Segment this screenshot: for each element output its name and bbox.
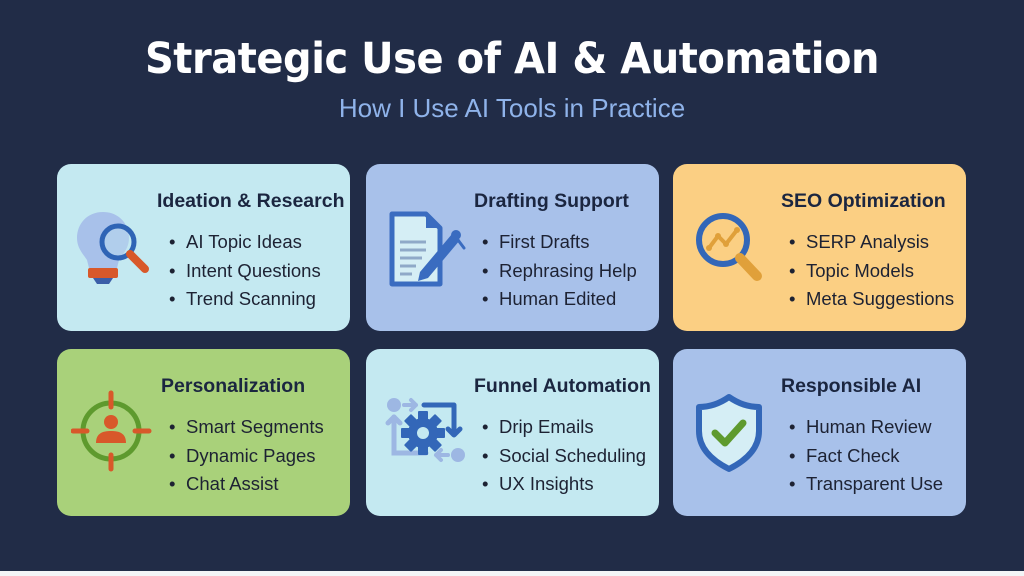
card-funnel-automation: Funnel Automation Drip Emails Social Sch… xyxy=(366,349,659,516)
list-item: UX Insights xyxy=(484,470,646,499)
document-pen-icon xyxy=(380,202,470,292)
list-item: Social Scheduling xyxy=(484,442,646,471)
page-title: Strategic Use of AI & Automation xyxy=(144,34,880,84)
card-responsible-ai: Responsible AI Human Review Fact Check T… xyxy=(673,349,966,516)
list-item: Trend Scanning xyxy=(171,285,321,314)
list-item: SERP Analysis xyxy=(791,228,954,257)
list-item: Transparent Use xyxy=(791,470,943,499)
card-list: Drip Emails Social Scheduling UX Insight… xyxy=(484,413,646,499)
list-item: Intent Questions xyxy=(171,257,321,286)
list-item: Topic Models xyxy=(791,257,954,286)
list-item: Drip Emails xyxy=(484,413,646,442)
card-list: First Drafts Rephrasing Help Human Edite… xyxy=(484,228,637,314)
list-item: Human Review xyxy=(791,413,943,442)
list-item: Chat Assist xyxy=(171,470,324,499)
card-title: SEO Optimization xyxy=(781,190,946,212)
card-personalization: Personalization Smart Segments Dynamic P… xyxy=(57,349,350,516)
shield-check-icon xyxy=(687,387,777,477)
card-seo-optimization: SEO Optimization SERP Analysis Topic Mod… xyxy=(673,164,966,331)
card-list: SERP Analysis Topic Models Meta Suggesti… xyxy=(791,228,954,314)
card-title: Drafting Support xyxy=(474,190,629,212)
card-title: Personalization xyxy=(161,375,306,397)
list-item: Meta Suggestions xyxy=(791,285,954,314)
card-list: Human Review Fact Check Transparent Use xyxy=(791,413,943,499)
gear-cycle-icon xyxy=(380,387,470,477)
card-title: Ideation & Research xyxy=(157,190,345,212)
card-list: AI Topic Ideas Intent Questions Trend Sc… xyxy=(171,228,321,314)
card-list: Smart Segments Dynamic Pages Chat Assist xyxy=(171,413,324,499)
list-item: Dynamic Pages xyxy=(171,442,324,471)
card-title: Responsible AI xyxy=(781,375,922,397)
list-item: First Drafts xyxy=(484,228,637,257)
bottom-divider xyxy=(0,571,1024,576)
list-item: Human Edited xyxy=(484,285,637,314)
list-item: Rephrasing Help xyxy=(484,257,637,286)
target-user-icon xyxy=(71,387,161,477)
magnifier-trend-icon xyxy=(687,202,777,292)
card-title: Funnel Automation xyxy=(474,375,651,397)
card-drafting-support: Drafting Support First Drafts Rephrasing… xyxy=(366,164,659,331)
list-item: Fact Check xyxy=(791,442,943,471)
page-subtitle: How I Use AI Tools in Practice xyxy=(338,93,686,123)
card-ideation-research: Ideation & Research AI Topic Ideas Inten… xyxy=(57,164,350,331)
list-item: AI Topic Ideas xyxy=(171,228,321,257)
lightbulb-magnifier-icon xyxy=(71,202,161,292)
list-item: Smart Segments xyxy=(171,413,324,442)
